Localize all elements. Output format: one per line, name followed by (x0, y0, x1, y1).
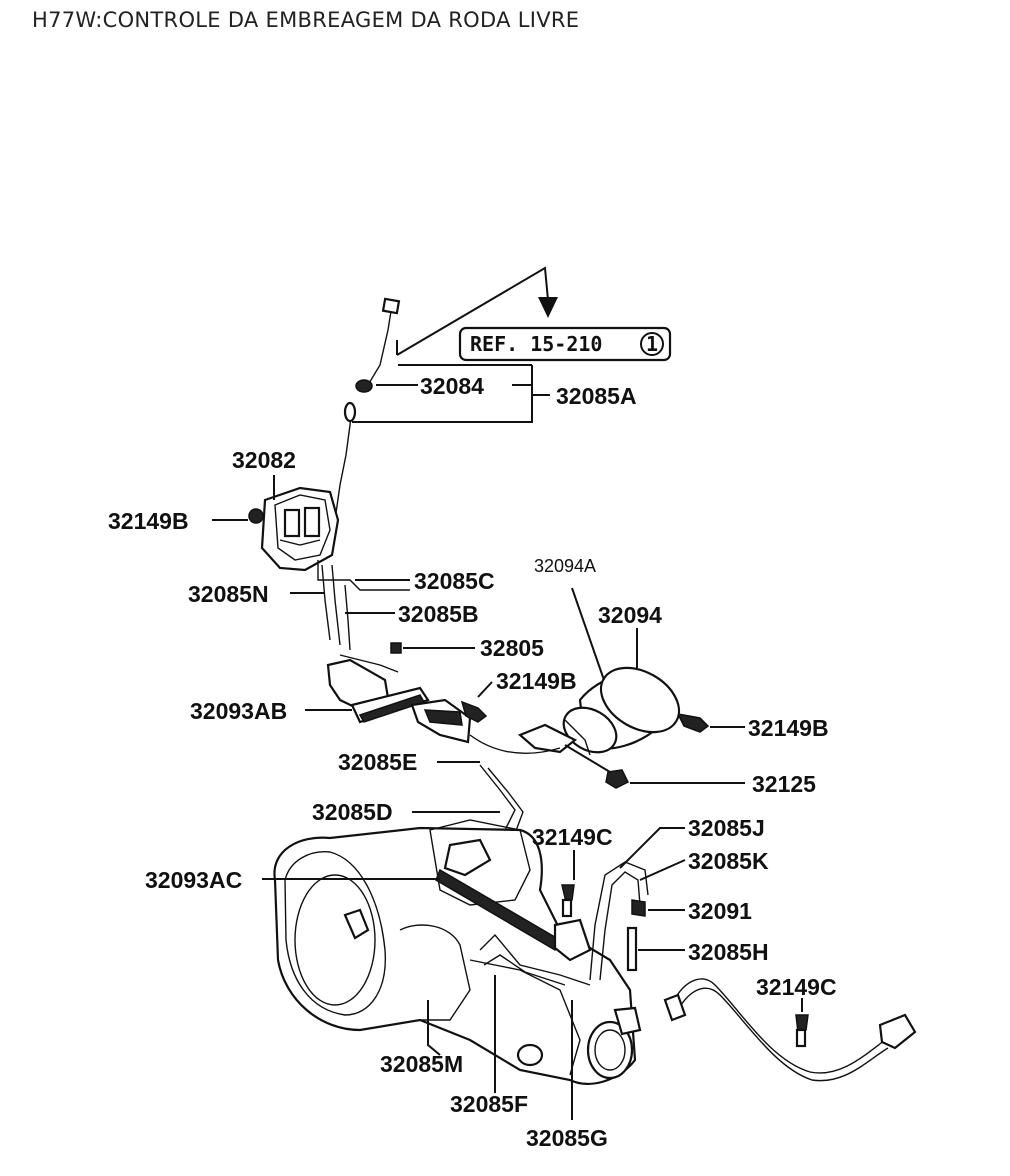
label-32085G: 32085G (526, 1125, 608, 1151)
label-32085J: 32085J (688, 815, 765, 841)
transmission-housing (273, 819, 642, 1085)
label-32085A: 32085A (556, 383, 637, 409)
label-32149C-1: 32149C (532, 824, 613, 850)
label-32091: 32091 (688, 898, 752, 924)
label-32085F: 32085F (450, 1091, 528, 1117)
part-labels: 32084 32085A 32082 32149B 32085C 32085N … (108, 373, 837, 1151)
upper-cable (334, 297, 550, 521)
label-32094A: 32094A (534, 556, 596, 576)
bracket-32093AC (262, 838, 592, 962)
label-32149B-2: 32149B (496, 668, 577, 694)
label-32085H: 32085H (688, 939, 769, 965)
label-32082: 32082 (232, 447, 296, 473)
label-32085E: 32085E (338, 749, 417, 775)
label-32085N: 32085N (188, 581, 269, 607)
label-32093AB: 32093AB (190, 698, 287, 724)
label-32085C: 32085C (414, 568, 495, 594)
label-32085K: 32085K (688, 848, 769, 874)
ref-callout: REF. 15-210 1 (396, 266, 672, 362)
label-32149C-2: 32149C (756, 974, 837, 1000)
label-32084: 32084 (420, 373, 484, 399)
ref-box[interactable] (458, 326, 672, 362)
label-32093AC: 32093AC (145, 867, 242, 893)
ref-circle-mark: 1 (646, 332, 658, 356)
label-32149B-1: 32149B (108, 508, 189, 534)
tubes-lower (427, 827, 686, 1120)
label-32085D: 32085D (312, 799, 393, 825)
fitting-32125 (564, 744, 745, 789)
label-32149B-3: 32149B (748, 715, 829, 741)
part-32805 (339, 642, 475, 673)
vacuum-tank-32094 (517, 587, 681, 756)
bracket-32093AB (305, 658, 472, 744)
label-32085M: 32085M (380, 1051, 463, 1077)
ref-text: REF. 15-210 (470, 332, 602, 356)
label-32094: 32094 (598, 602, 662, 628)
label-32125: 32125 (752, 771, 816, 797)
label-32085B: 32085B (398, 601, 479, 627)
label-32805: 32805 (480, 635, 544, 661)
bolts-32149B (460, 681, 745, 733)
sensor-cable (561, 850, 917, 1082)
actuator-32082 (212, 475, 340, 572)
tubes-upper (290, 560, 410, 651)
page-title: H77W:CONTROLE DA EMBREAGEM DA RODA LIVRE (32, 8, 580, 32)
